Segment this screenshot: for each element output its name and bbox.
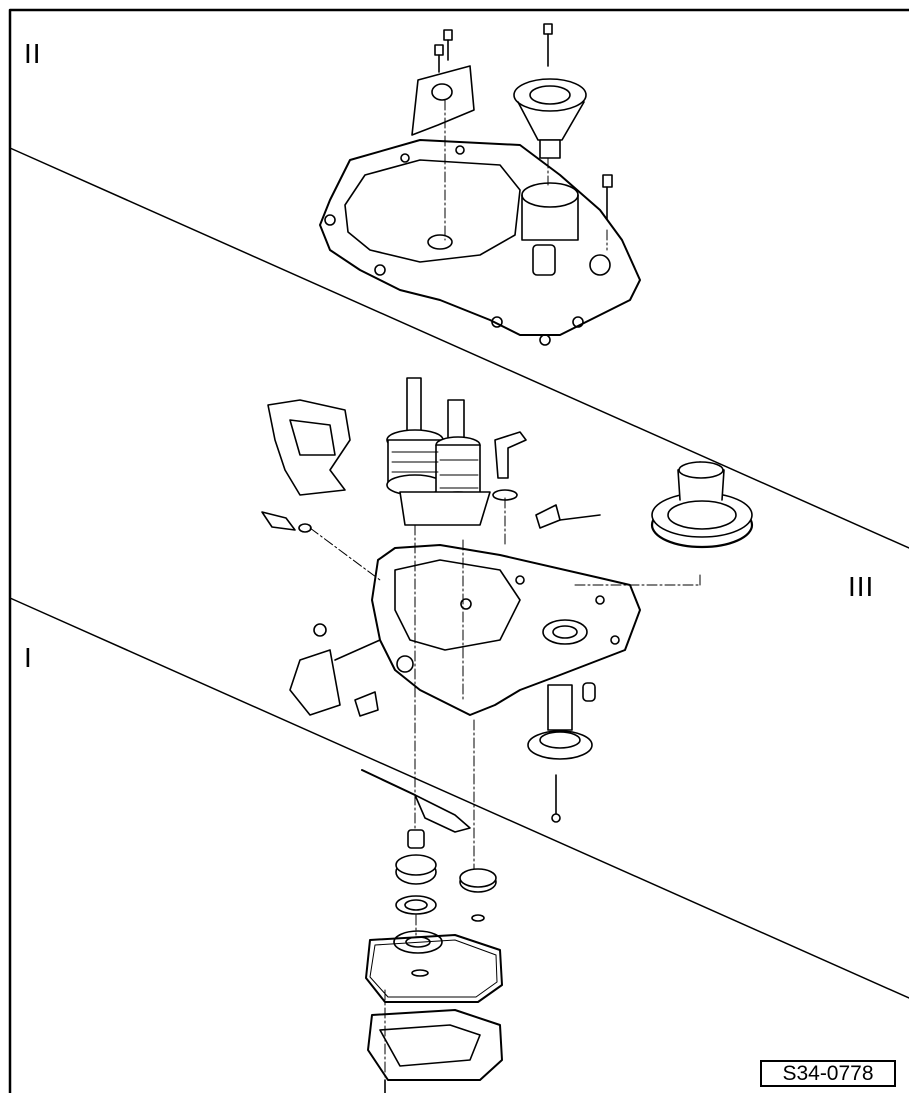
figure-code-label: S34-0778 xyxy=(760,1060,896,1087)
main-gearbox-case xyxy=(371,544,641,716)
section-label-ii: II xyxy=(24,38,42,69)
shift-rod xyxy=(494,431,527,479)
gearbox-housing xyxy=(319,139,641,336)
cover-gasket xyxy=(365,934,503,1003)
selector-forks xyxy=(267,399,351,496)
speed-sensor xyxy=(261,511,296,531)
gear-train-group xyxy=(261,377,754,871)
gear-stack xyxy=(386,429,491,526)
end-cover xyxy=(367,1009,503,1081)
divider-line-lower xyxy=(9,597,909,999)
differential xyxy=(650,461,754,549)
input-bearing-housing xyxy=(513,78,587,159)
output-flange xyxy=(527,682,596,823)
gearbox-housing-group xyxy=(319,23,641,346)
selector-rod xyxy=(361,769,416,796)
fifth-gear-group xyxy=(361,769,503,1093)
divider-line-upper xyxy=(9,147,909,549)
section-label-i: I xyxy=(24,642,33,673)
section-label-iii: III xyxy=(848,571,875,602)
shift-actuator xyxy=(289,623,381,717)
frame-border xyxy=(8,8,909,1093)
